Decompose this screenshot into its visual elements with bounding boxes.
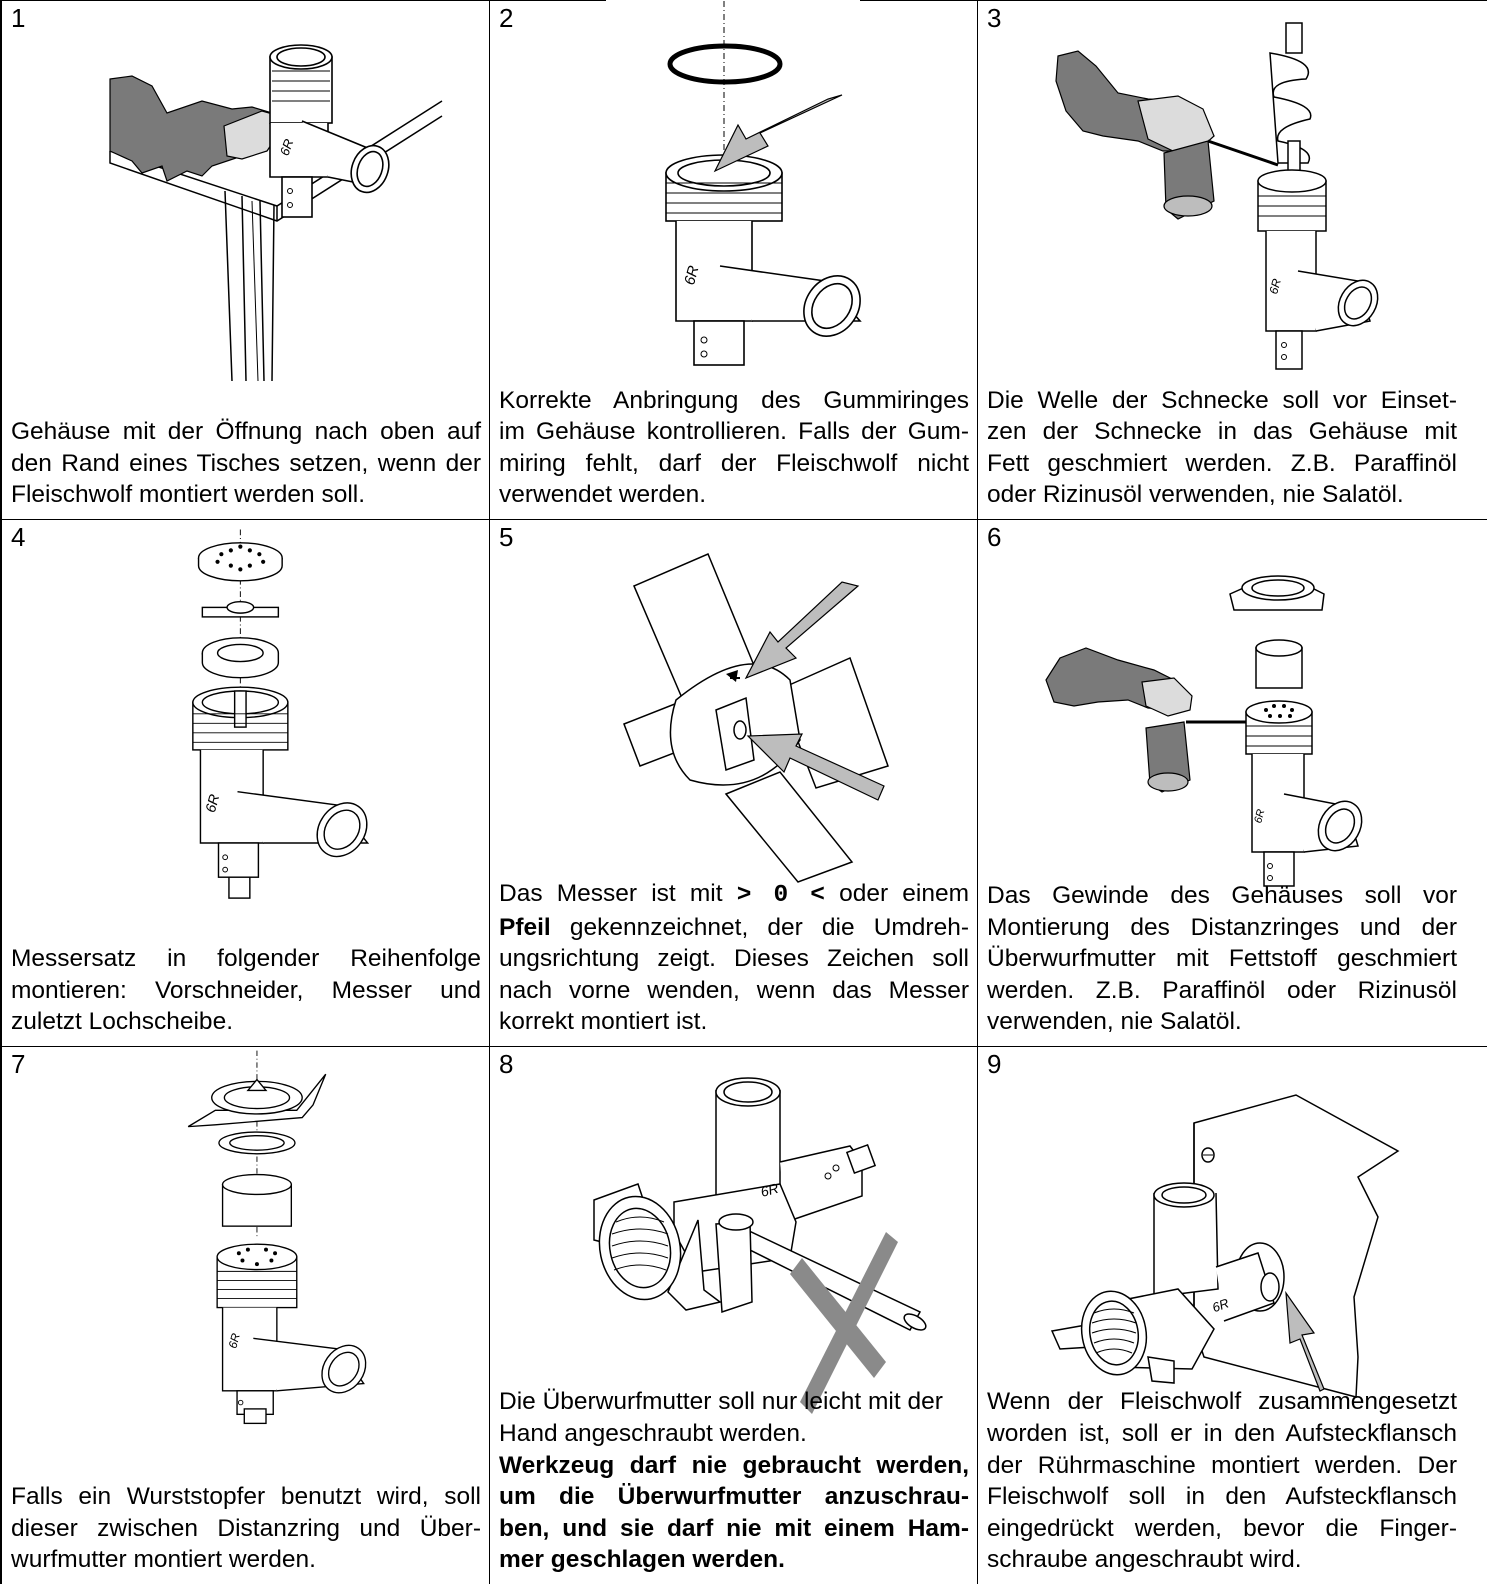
knife-marking-illustration [490, 520, 977, 900]
step-4: 4 [2, 520, 489, 1046]
rubber-ring-illustration: 6R [490, 1, 977, 381]
step-text: Die Überwurfmutter soll nur leicht mit d… [499, 1386, 969, 1576]
step-text: Wenn der Fleischwolf zusammengesetzt wor… [987, 1386, 1457, 1576]
knife-set-order-illustration: 6R [2, 520, 489, 900]
mount-on-mixer-illustration: 6R [978, 1047, 1468, 1427]
step-7: 7 [2, 1047, 489, 1584]
sausage-stuffer-illustration: 6R [2, 1047, 489, 1427]
step-text: Messersatz in folgender Reihenfolge mont… [11, 943, 481, 1038]
no-tool-warning-illustration: 6R [490, 1047, 977, 1427]
step-text: Gehäuse mit der Öffnung nach oben auf de… [11, 416, 481, 511]
grease-worm-shaft-illustration: 6R [978, 1, 1468, 381]
grease-thread-illustration: 6R [978, 520, 1468, 900]
step-text: Das Messer ist mit > 0 < oder einem Pfei… [499, 878, 969, 1038]
step-text: Korrekte Anbringung des Gummiringes im G… [499, 385, 969, 511]
step-6: 6 [978, 520, 1487, 1046]
step-8: 8 6 [490, 1047, 977, 1584]
step-2: 2 6R Korrekte Anbringung des Gummi [490, 1, 977, 519]
step-text: Die Welle der Schnecke soll vor Einset- … [987, 385, 1457, 511]
step-1: 1 [2, 1, 489, 519]
table-mount-illustration: 6R [2, 1, 489, 381]
step-3: 3 6R [978, 1, 1487, 519]
step-9: 9 6R [978, 1047, 1487, 1584]
step-text: Falls ein Wurststopfer benutzt wird, sol… [11, 1481, 481, 1576]
step-5: 5 Das Messer ist mit > 0 < oder einem Pf… [490, 520, 977, 1046]
step-text: Das Gewinde des Gehäuses soll vor Montie… [987, 880, 1457, 1038]
